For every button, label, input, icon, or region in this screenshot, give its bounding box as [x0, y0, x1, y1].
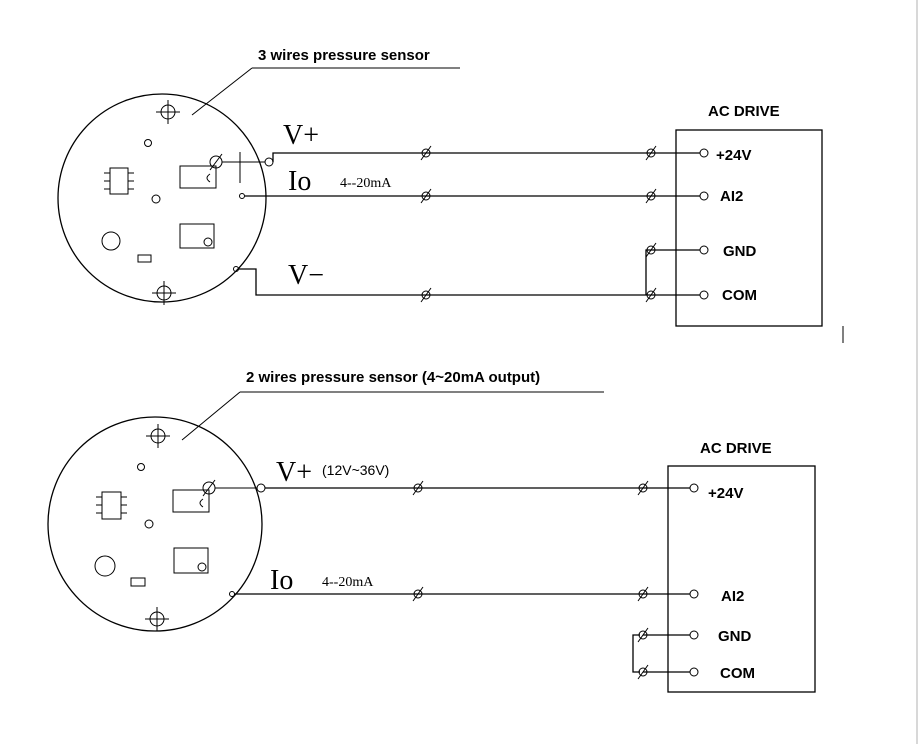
large-hole	[101, 231, 121, 251]
terminal-label: GND	[723, 243, 757, 260]
wire-vplus	[272, 152, 700, 162]
wire-vminus	[238, 268, 700, 296]
current-range-label: 4--20mA	[340, 176, 392, 191]
crosshair-bottom-icon	[145, 607, 169, 631]
small-hole	[144, 519, 154, 529]
vminus-label: V−	[288, 260, 324, 291]
drive-terminal: AI2	[699, 188, 743, 205]
drive-terminal: COM	[699, 287, 757, 304]
drive-terminal: +24V	[699, 147, 751, 164]
crosshair-bottom-icon	[152, 281, 176, 305]
io-terminal	[239, 193, 245, 199]
terminal-label: GND	[718, 628, 752, 645]
wire-slash-marks	[412, 480, 649, 680]
terminal-label: AI2	[721, 588, 744, 605]
title-leader-line	[191, 67, 253, 116]
terminal-label: COM	[722, 287, 757, 304]
two-wire-title: 2 wires pressure sensor (4~20mA output)	[246, 369, 540, 386]
drive-terminal: COM	[689, 665, 755, 682]
title-leader-line	[181, 391, 241, 441]
terminal-block	[179, 223, 215, 249]
ac-drive-title: AC DRIVE	[708, 103, 780, 120]
terminal-block	[173, 547, 209, 574]
crosshair-top-icon	[156, 100, 180, 124]
large-hole	[94, 555, 116, 577]
io-label: Io	[270, 565, 293, 596]
small-slot	[130, 577, 146, 587]
three-wire-sensor-body	[57, 93, 274, 305]
two-wire-section: 2 wires pressure sensor (4~20mA output)	[47, 369, 816, 693]
sensor-housing	[47, 416, 263, 632]
three-wire-section: 3 wires pressure sensor	[57, 47, 844, 343]
vplus-terminal	[264, 157, 274, 167]
crosshair-top-icon	[146, 424, 170, 448]
terminal-label: +24V	[716, 147, 751, 164]
small-slot	[137, 254, 152, 263]
ac-drive-title: AC DRIVE	[700, 440, 772, 457]
terminal-label: +24V	[708, 485, 743, 502]
drive-terminal: GND	[689, 628, 752, 645]
ac-drive-box	[675, 129, 823, 327]
small-hole	[137, 463, 145, 471]
small-hole	[151, 194, 161, 204]
drive-terminal: +24V	[689, 483, 743, 502]
wire-gnd-com-jumper	[645, 249, 651, 295]
io-label: Io	[288, 166, 311, 197]
two-wire-sensor-body	[47, 416, 266, 632]
terminal-label: COM	[720, 665, 755, 682]
vplus-terminal	[256, 483, 266, 493]
screw-terminal-icon	[202, 479, 216, 497]
drive-terminal: GND	[699, 243, 757, 260]
ac-drive-box	[667, 465, 816, 693]
terminal-label: AI2	[720, 188, 743, 205]
terminal-block	[179, 165, 217, 189]
screw-terminal-icon	[209, 153, 223, 171]
three-wire-title: 3 wires pressure sensor	[258, 47, 430, 64]
vplus-label: V+	[283, 120, 319, 151]
vplus-label: V+	[276, 457, 312, 488]
chip-icon	[104, 167, 134, 195]
drive-terminal: AI2	[689, 588, 744, 605]
wire-slash-marks	[420, 145, 657, 303]
chip-icon	[96, 491, 127, 520]
terminal-block	[172, 489, 210, 513]
small-hole	[144, 139, 152, 147]
wire-gnd-com-jumper	[632, 634, 640, 673]
current-range-label: 4--20mA	[322, 575, 374, 590]
voltage-range-label: (12V~36V)	[322, 462, 389, 478]
io-terminal	[229, 591, 235, 597]
sensor-housing	[57, 93, 267, 303]
